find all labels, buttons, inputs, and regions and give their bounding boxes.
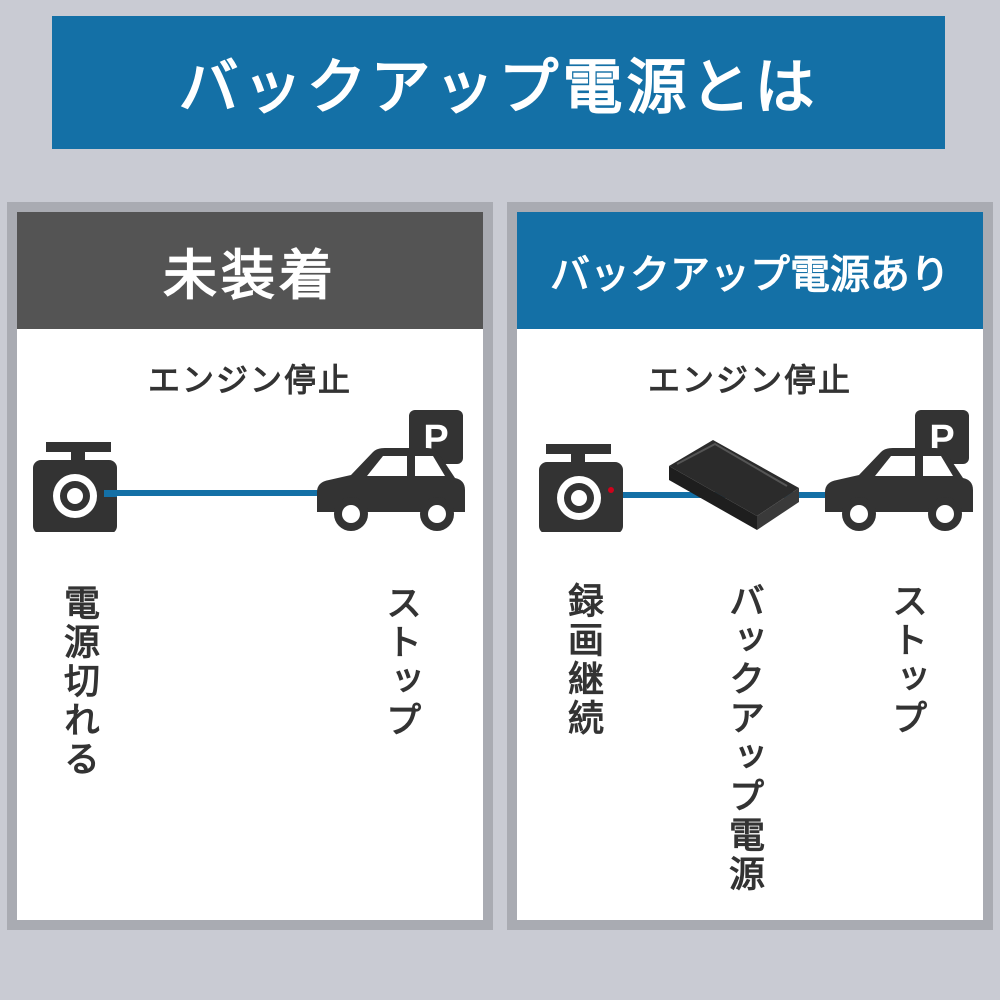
engine-stop-label: エンジン停止 [147,361,352,399]
battery-icon [669,440,799,530]
camera-status-label: 録画継続 [562,582,603,738]
dashcam-icon [33,442,117,532]
power-line [117,490,325,496]
panel-header: 未装着 [17,212,483,329]
car-status-label: ストップ [380,584,421,740]
car-icon [317,448,465,531]
engine-stop-label: エンジン停止 [647,361,852,399]
panel-heading: バックアップ電源あり [550,251,950,298]
panel-not-installed: 未装着 エンジン停止 P [7,202,493,930]
scene-diagram: P [33,410,465,532]
panel-backup-installed: バックアップ電源あり エンジン停止 [507,202,993,930]
recording-indicator [608,487,614,493]
camera-status-label: 電源切れる [58,584,99,779]
dashcam-icon [539,444,623,532]
battery-label: バックアップ電源 [723,582,764,894]
panel-body: 未装着 エンジン停止 P [17,212,483,920]
panel-header: バックアップ電源あり [517,212,983,329]
title-banner: バックアップ電源とは [52,16,945,149]
panel-heading: 未装着 [163,244,337,307]
car-status-label: ストップ [886,582,927,738]
scene-diagram: P [539,410,973,532]
car-icon [825,448,973,531]
panel-body: バックアップ電源あり エンジン停止 [517,212,983,920]
page-title: バックアップ電源とは [178,53,819,123]
